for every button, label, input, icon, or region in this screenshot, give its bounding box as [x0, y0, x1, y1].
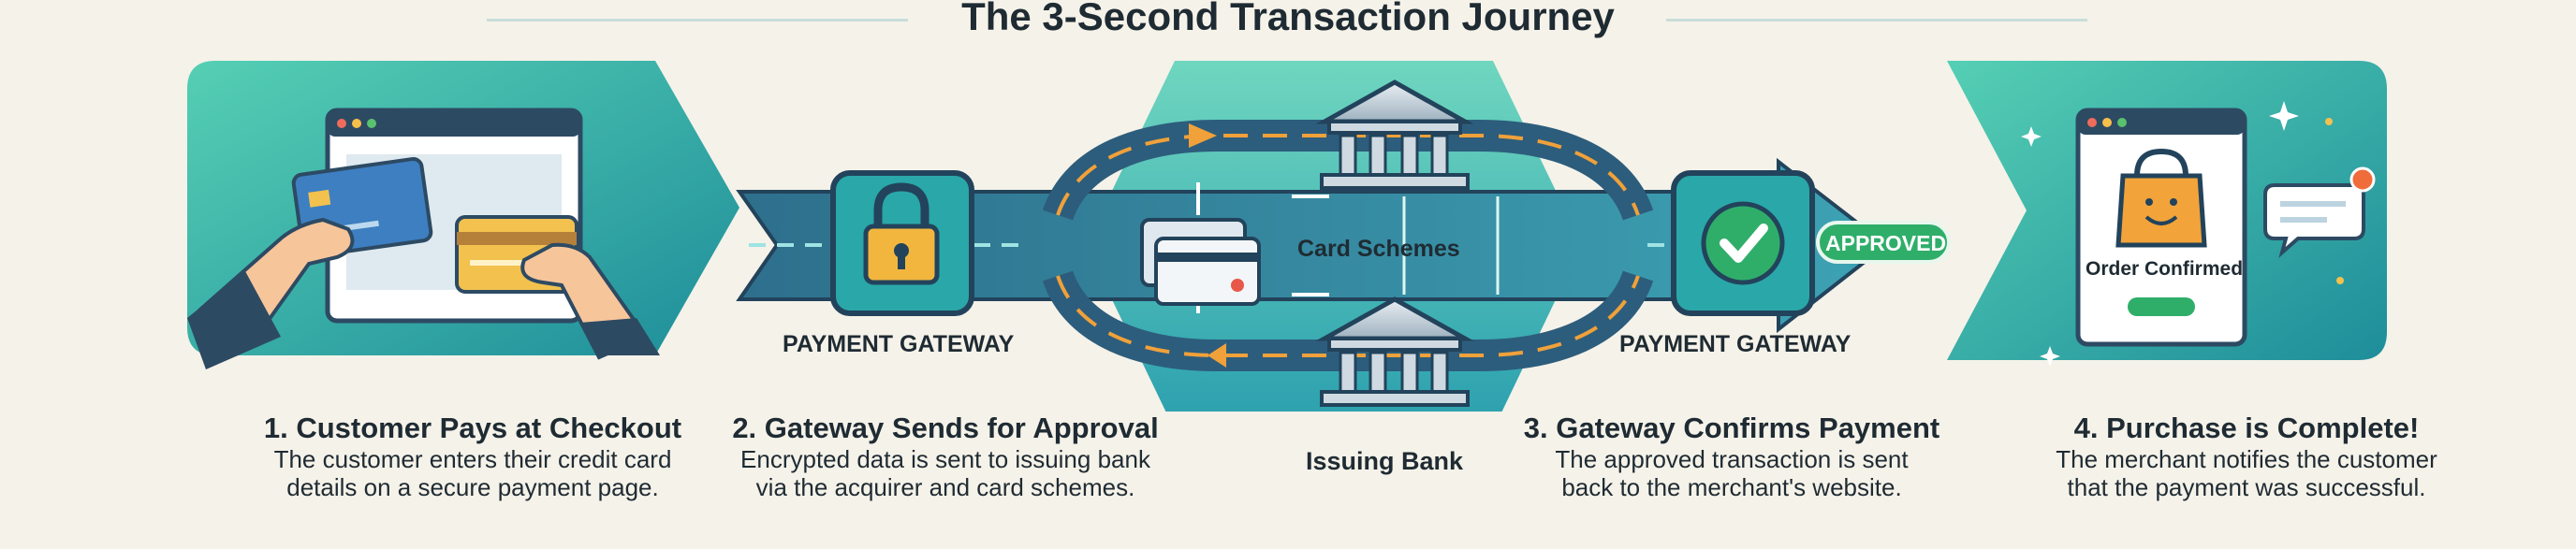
title-rule-left: [487, 19, 908, 22]
approved-badge-label: APPROVED: [1825, 231, 1947, 255]
step1-description-line1: The customer enters their credit card: [273, 445, 672, 473]
shopping-bag-icon: [2115, 148, 2207, 248]
padlock-icon: [863, 182, 940, 285]
card-schemes-label: Card Schemes: [1297, 236, 1460, 262]
order-confirmed-label: Order Confirmed: [2086, 258, 2244, 280]
credit-card-icon: [1140, 218, 1261, 306]
title-bar: The 3-Second Transaction Journey: [0, 0, 2576, 43]
page-title: The 3-Second Transaction Journey: [961, 0, 1615, 38]
notification-dot-icon: [2349, 166, 2376, 193]
step3-caption: 3. Gateway Confirms Payment The approved…: [1432, 412, 2031, 501]
gateway-left-node: [830, 170, 974, 316]
step2-caption: 2. Gateway Sends for Approval Encrypted …: [646, 412, 1245, 501]
issuing-bank-label: Issuing Bank: [1306, 447, 1464, 475]
confirm-button-graphic: [2128, 297, 2195, 316]
checkmark-icon: [1701, 201, 1785, 285]
step2-heading: 2. Gateway Sends for Approval: [732, 412, 1159, 444]
hand-icon: [187, 217, 355, 369]
step2-description-line2: via the acquirer and card schemes.: [755, 473, 1135, 501]
title-rule-right: [1666, 19, 2087, 22]
hand-icon: [520, 242, 660, 360]
bank-building-icon: [1315, 79, 1474, 190]
step1-description-line2: details on a secure payment page.: [286, 473, 659, 501]
gateway-right-node: [1671, 170, 1815, 316]
step4-heading: 4. Purchase is Complete!: [2073, 412, 2420, 444]
step3-heading: 3. Gateway Confirms Payment: [1523, 412, 1940, 444]
transaction-diagram: [187, 61, 2387, 412]
gateway-right-label: PAYMENT GATEWAY: [1619, 331, 1852, 357]
step4-description-line1: The merchant notifies the customer: [2056, 445, 2437, 473]
step3-description-line2: back to the merchant's website.: [1561, 473, 1902, 501]
step1-panel: [187, 61, 739, 369]
step4-description-line2: that the payment was successful.: [2067, 473, 2426, 501]
step1-heading: 1. Customer Pays at Checkout: [263, 412, 682, 444]
sparkle-icon: [2021, 101, 2299, 367]
approved-badge: [1816, 221, 1951, 264]
bank-building-icon: [1315, 296, 1474, 407]
step1-caption: 1. Customer Pays at Checkout The custome…: [173, 412, 772, 501]
step2-description-line1: Encrypted data is sent to issuing bank: [740, 445, 1150, 473]
step4-caption: 4. Purchase is Complete! The merchant no…: [1947, 412, 2546, 501]
gateway-left-label: PAYMENT GATEWAY: [783, 331, 1015, 357]
step4-panel: [1947, 61, 2387, 367]
step3-description-line1: The approved transaction is sent: [1555, 445, 1909, 473]
